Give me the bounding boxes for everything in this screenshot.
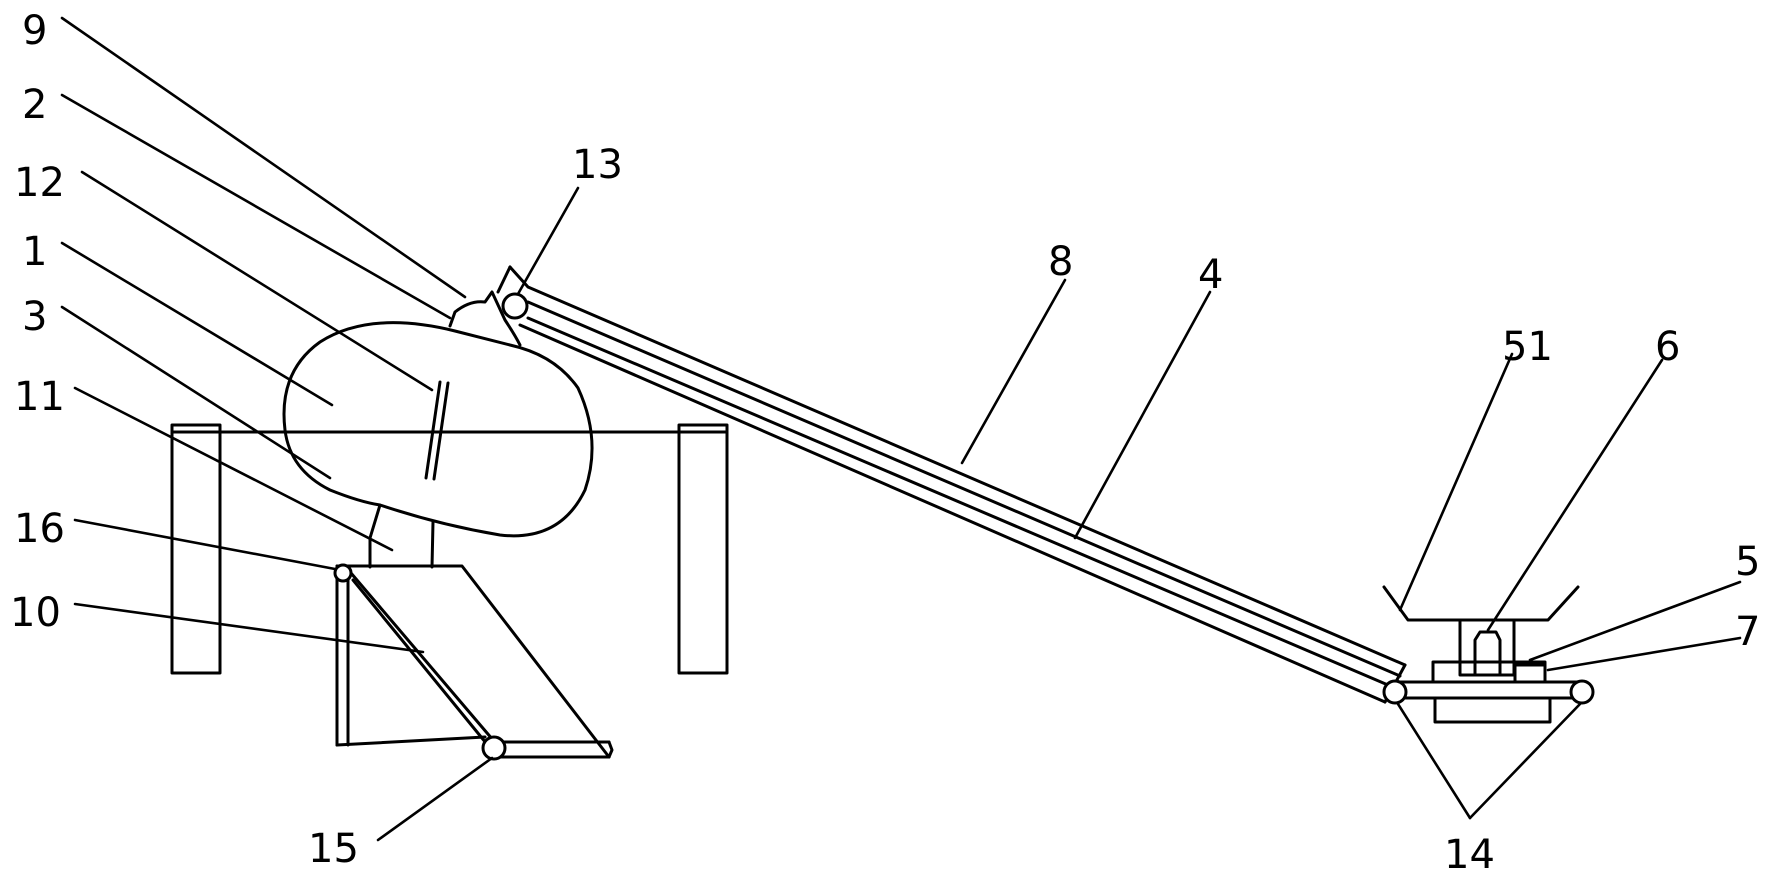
label-5: 5 bbox=[1735, 539, 1760, 585]
leader-11 bbox=[73, 386, 394, 552]
right-support-post bbox=[677, 423, 729, 675]
label-12: 12 bbox=[14, 160, 65, 206]
label-4: 4 bbox=[1198, 252, 1223, 298]
hopper-51 bbox=[1382, 585, 1580, 622]
leader-14-left bbox=[1396, 702, 1472, 820]
leader-12 bbox=[80, 170, 434, 392]
label-10: 10 bbox=[10, 590, 61, 636]
boom-inner-line bbox=[526, 300, 1402, 678]
block-7 bbox=[1513, 663, 1547, 684]
leader-9 bbox=[60, 16, 467, 299]
hinge-pin-16 bbox=[333, 563, 353, 583]
leader-6 bbox=[1486, 358, 1664, 632]
label-8: 8 bbox=[1048, 239, 1073, 285]
roller-13 bbox=[501, 292, 529, 320]
nozzle-6 bbox=[1473, 630, 1502, 677]
label-13: 13 bbox=[572, 142, 623, 188]
inner-blade-left bbox=[424, 380, 442, 480]
left-support-post bbox=[170, 423, 222, 675]
boom-lower-edge bbox=[518, 323, 1387, 704]
inner-blade-right bbox=[432, 381, 450, 481]
chute-upper bbox=[343, 564, 495, 742]
leader-15 bbox=[376, 756, 494, 842]
label-14: 14 bbox=[1444, 832, 1495, 878]
roller-15 bbox=[481, 735, 507, 761]
label-1: 1 bbox=[22, 229, 47, 275]
chute-lower bbox=[351, 578, 488, 745]
leader-2 bbox=[60, 93, 452, 320]
leader-51 bbox=[1398, 352, 1514, 612]
label-51: 51 bbox=[1502, 324, 1553, 370]
label-9: 9 bbox=[22, 8, 47, 54]
leader-13 bbox=[516, 186, 580, 296]
right-lower-plate bbox=[1433, 696, 1552, 724]
leader-8 bbox=[960, 278, 1067, 465]
drum-body bbox=[282, 321, 594, 538]
leader-10 bbox=[73, 602, 425, 654]
leader-4 bbox=[1073, 290, 1212, 540]
label-6: 6 bbox=[1655, 324, 1680, 370]
label-3: 3 bbox=[22, 294, 47, 340]
leader-5 bbox=[1528, 580, 1742, 662]
base-bottom bbox=[335, 735, 487, 747]
leader-1 bbox=[60, 241, 334, 407]
roller-14-left bbox=[1382, 679, 1408, 705]
label-15: 15 bbox=[308, 826, 359, 872]
boom-end-top bbox=[496, 265, 512, 294]
boom-middle-line bbox=[526, 316, 1397, 690]
drum-bottom-neck bbox=[368, 503, 435, 569]
drum-top-neck bbox=[448, 290, 522, 347]
leader-14-right bbox=[1468, 702, 1582, 820]
label-16: 16 bbox=[14, 506, 65, 552]
column-6 bbox=[1458, 618, 1516, 677]
boom-top-edge bbox=[508, 265, 1407, 667]
tray-end bbox=[607, 740, 614, 759]
roller-14-right bbox=[1569, 679, 1595, 705]
leader-7 bbox=[1546, 636, 1742, 672]
leader-16 bbox=[73, 518, 337, 571]
right-base-plate bbox=[1396, 680, 1580, 700]
label-11: 11 bbox=[14, 374, 65, 420]
label-2: 2 bbox=[22, 82, 47, 128]
label-7: 7 bbox=[1735, 609, 1760, 655]
leader-3 bbox=[60, 305, 332, 480]
